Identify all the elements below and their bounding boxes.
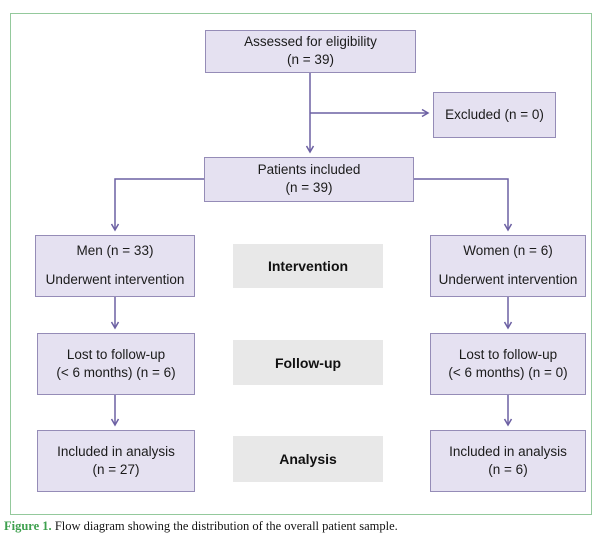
box-text-line: Excluded (n = 0)	[445, 106, 544, 122]
box-text-line: Lost to follow-up	[66, 346, 166, 362]
box-text-line: Included in analysis	[57, 443, 175, 459]
box-text-line: Women (n = 6)	[463, 243, 553, 259]
box-text-line: (< 6 months) (n = 0)	[448, 364, 568, 380]
box-text-line: Patients included	[257, 162, 361, 178]
flow-box-analysis-women: Included in analysis (n = 6)	[430, 430, 586, 492]
box-text-line: Assessed for eligibility	[244, 34, 377, 50]
box-text-line: Included in analysis	[449, 443, 567, 459]
box-text-line: Underwent intervention	[45, 272, 185, 287]
flow-box-patients-included: Patients included (n = 39)	[204, 157, 414, 202]
flow-box-excluded: Excluded (n = 0)	[433, 92, 556, 138]
box-text-line: (n = 27)	[92, 461, 140, 477]
flow-box-analysis-men: Included in analysis (n = 27)	[37, 430, 195, 492]
flow-box-lost-followup-men: Lost to follow-up (< 6 months) (n = 6)	[37, 333, 195, 395]
flow-box-men-intervention: Men (n = 33) Underwent intervention	[35, 235, 195, 297]
flow-box-assessed-for-eligibility: Assessed for eligibility (n = 39)	[205, 30, 416, 73]
box-text-line: (n = 39)	[287, 52, 334, 67]
box-text-line: (n = 39)	[285, 180, 333, 195]
figure-caption-text: Flow diagram showing the distribution of…	[51, 519, 398, 533]
figure-caption-label: Figure 1.	[4, 519, 52, 533]
box-text-line: Underwent intervention	[438, 272, 578, 287]
box-text-line: (< 6 months) (n = 6)	[56, 364, 176, 380]
box-text-line: (n = 6)	[488, 461, 528, 477]
stage-label-intervention: Intervention	[233, 244, 383, 288]
stage-label-analysis: Analysis	[233, 436, 383, 482]
box-text-line: Lost to follow-up	[458, 346, 558, 362]
flow-box-lost-followup-women: Lost to follow-up (< 6 months) (n = 0)	[430, 333, 586, 395]
stage-label-followup: Follow-up	[233, 340, 383, 385]
figure-caption: Figure 1. Flow diagram showing the distr…	[4, 519, 600, 534]
flow-box-women-intervention: Women (n = 6) Underwent intervention	[430, 235, 586, 297]
box-text-line: Men (n = 33)	[76, 243, 154, 259]
